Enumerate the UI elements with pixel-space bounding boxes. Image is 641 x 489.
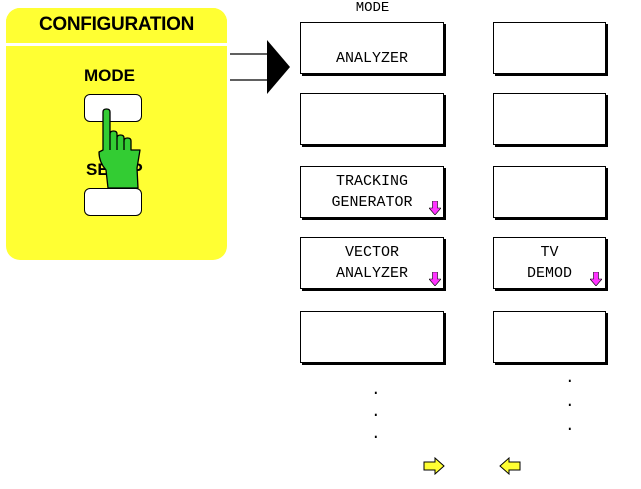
softkey-vector-analyzer[interactable]: VECTOR ANALYZER (300, 237, 444, 289)
softkey-empty[interactable] (300, 93, 444, 145)
continuation-dot: . (371, 425, 381, 443)
softkey-label-line: ANALYZER (335, 265, 408, 282)
softkey-tracking-generator[interactable]: TRACKING GENERATOR (300, 166, 444, 218)
menu-heading: MODE (355, 0, 390, 16)
softkey-label-line: GENERATOR (331, 194, 413, 211)
next-page-right-arrow-icon[interactable] (423, 457, 445, 475)
softkey-label-line: DEMOD (526, 265, 572, 282)
setup-hardkey[interactable] (84, 188, 142, 216)
softkey-label-line: ANALYZER (335, 50, 408, 67)
softkey-analyzer[interactable]: ANALYZER (300, 22, 444, 74)
softkey-empty[interactable] (493, 93, 606, 145)
continuation-dot: . (565, 417, 575, 435)
softkey-empty[interactable] (300, 311, 444, 363)
softkey-label-line: VECTOR (344, 244, 399, 261)
mode-key-label: MODE (84, 66, 135, 85)
previous-page-left-arrow-icon[interactable] (499, 457, 521, 475)
softkey-label-line: TRACKING (335, 173, 408, 190)
softkey-empty[interactable] (493, 311, 606, 363)
continuation-dot: . (565, 393, 575, 411)
big-right-arrow-icon (230, 40, 290, 94)
softkey-empty[interactable] (493, 166, 606, 218)
softkey-empty[interactable] (493, 22, 606, 74)
softkey-tv-demod[interactable]: TV DEMOD (493, 237, 606, 289)
mode-hardkey[interactable] (84, 94, 142, 122)
continuation-dot: . (371, 381, 381, 399)
submenu-down-arrow-icon (590, 272, 602, 286)
submenu-down-arrow-icon (429, 272, 441, 286)
continuation-dot: . (371, 403, 381, 421)
configuration-title: CONFIGURATION (6, 8, 227, 46)
pressing-hand-icon (98, 108, 141, 189)
softkey-label-line: TV (540, 244, 559, 261)
submenu-down-arrow-icon (429, 201, 441, 215)
continuation-dot: . (565, 369, 575, 387)
